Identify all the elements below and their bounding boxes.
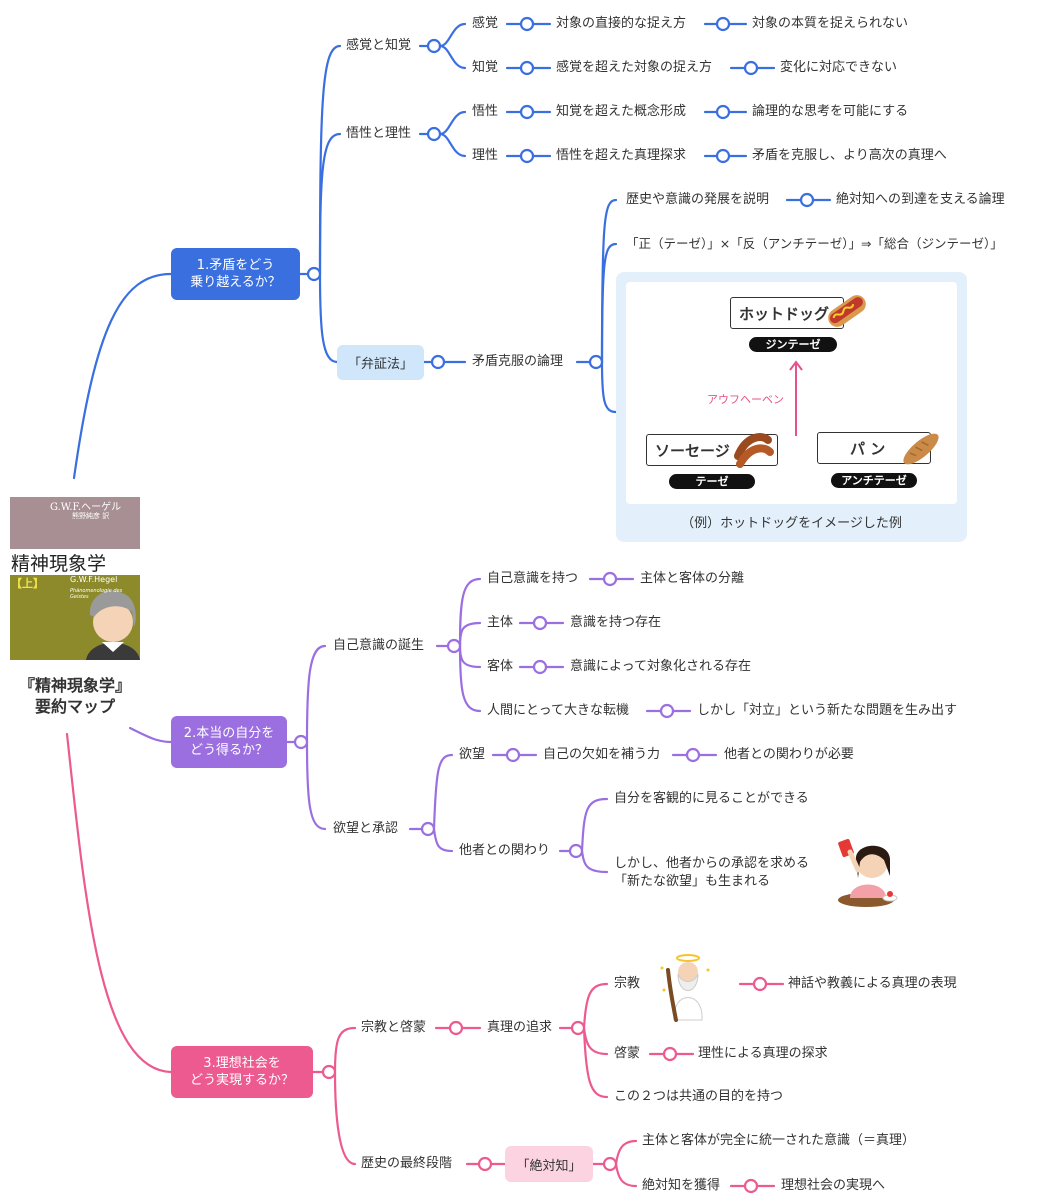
node-chikaku-2[interactable]: 変化に対応できない (780, 60, 898, 75)
map-title-line2: 要約マップ (34, 697, 115, 716)
node-saishu[interactable]: 歴史の最終段階 (361, 1156, 453, 1171)
branch2-box[interactable]: 2.本当の自分を どう得るか？ (171, 716, 287, 768)
node-rekishi-1[interactable]: 絶対知への到達を支える論理 (836, 192, 1005, 207)
node-chikaku-1[interactable]: 感覚を超えた対象の捉え方 (556, 60, 713, 75)
node-gosei-risei[interactable]: 悟性と理性 (346, 126, 412, 141)
node-tasha-2-line2: 「新たな欲望」も生まれる (614, 874, 771, 889)
bread-icon (903, 433, 939, 465)
node-mujun[interactable]: 矛盾克服の論理 (472, 354, 564, 369)
node-kyakutai[interactable]: 客体 (487, 659, 514, 674)
node-kankaku-1[interactable]: 対象の直接的な捉え方 (556, 16, 687, 31)
node-gosei-1[interactable]: 知覚を超えた概念形成 (556, 104, 687, 119)
node-tasha-1[interactable]: 自分を客観的に見ることができる (614, 791, 809, 806)
cover-volume: 【上】 (11, 577, 44, 590)
node-risei[interactable]: 理性 (472, 148, 499, 163)
node-kankaku-chikaku[interactable]: 感覚と知覚 (346, 38, 412, 53)
node-tenki-1[interactable]: しかし「対立」という新たな問題を生み出す (697, 703, 958, 718)
sausage-icon (734, 433, 774, 468)
node-shutai-1[interactable]: 意識を持つ存在 (570, 615, 662, 630)
node-kakutoku[interactable]: 絶対知を獲得 (642, 1178, 721, 1193)
node-gosei[interactable]: 悟性 (472, 104, 499, 119)
node-shinri[interactable]: 真理の追求 (487, 1020, 553, 1035)
node-kyotsu[interactable]: この２つは共通の目的を持つ (614, 1089, 784, 1104)
branch3-label-line2: どう実現するか？ (189, 1073, 294, 1088)
node-tasha-2-line1: しかし、他者からの承認を求める (614, 856, 810, 871)
node-risei-2[interactable]: 矛盾を克服し、より高次の真理へ (752, 148, 947, 163)
branch1-label-line2: 乗り越えるか？ (190, 275, 281, 290)
cover-subtitle-en: Phänomenologie des Geistes (70, 588, 123, 600)
god-illustration (660, 954, 710, 1022)
node-shukyo-keimo[interactable]: 宗教と啓蒙 (361, 1020, 427, 1035)
example-panel: ホットドッグ ジンテーゼ アウフヘーベン ソーセージ テーゼ パ ン (616, 272, 967, 542)
node-zettaichi-1[interactable]: 主体と客体が完全に統一された意識（＝真理） (642, 1133, 916, 1148)
these-tag: テーゼ (669, 474, 755, 489)
node-jiko-ishiki[interactable]: 自己意識を持つ (487, 571, 579, 586)
node-rekishi[interactable]: 歴史や意識の発展を説明 (626, 192, 770, 207)
aufheben-label: アウフヘーベン (707, 393, 784, 406)
node-shutai[interactable]: 主体 (487, 615, 514, 630)
node-benshoho[interactable]: 「弁証法」 (337, 345, 424, 380)
node-tasha-2[interactable]: しかし、他者からの承認を求める 「新たな欲望」も生まれる (614, 855, 809, 891)
selfie-girl-illustration (838, 838, 898, 907)
node-yokubo-2[interactable]: 他者との関わりが必要 (724, 747, 854, 762)
map-title-line1: 『精神現象学』 (18, 676, 131, 695)
node-kakutoku-1[interactable]: 理想社会の実現へ (781, 1178, 886, 1193)
hotdog-label: ホットドッグ (739, 304, 830, 323)
node-kankaku[interactable]: 感覚 (472, 16, 499, 31)
node-yokubo[interactable]: 欲望 (459, 747, 486, 762)
pan-label: パ ン (850, 439, 886, 458)
node-yokubo-1[interactable]: 自己の欠如を補う力 (543, 747, 661, 762)
node-risei-1[interactable]: 悟性を超えた真理探求 (556, 148, 687, 163)
hotdog-box: ホットドッグ (730, 297, 844, 329)
branch1-box[interactable]: 1.矛盾をどう 乗り越えるか？ (171, 248, 300, 300)
node-tenki[interactable]: 人間にとって大きな転機 (487, 703, 629, 718)
map-title: 『精神現象学』 要約マップ (0, 675, 150, 717)
node-gosei-2[interactable]: 論理的な思考を可能にする (752, 104, 909, 119)
branch2-label-line1: 2.本当の自分を (183, 726, 275, 741)
node-tasha[interactable]: 他者との関わり (459, 843, 550, 858)
hotdog-icon (828, 295, 866, 327)
aufheben-arrow (789, 360, 803, 436)
synthese-tag: ジンテーゼ (749, 337, 837, 352)
sausage-label: ソーセージ (655, 441, 730, 460)
node-formula[interactable]: 「正（テーゼ）」×「反（アンチテーゼ）」⇒「総合（ジンテーゼ）」 (626, 236, 1003, 251)
node-kankaku-2[interactable]: 対象の本質を捉えられない (752, 16, 909, 31)
node-chikaku[interactable]: 知覚 (472, 60, 499, 75)
node-keimo-1[interactable]: 理性による真理の探求 (698, 1046, 828, 1061)
node-keimo[interactable]: 啓蒙 (614, 1046, 641, 1061)
node-kyakutai-1[interactable]: 意識によって対象化される存在 (570, 659, 751, 674)
example-canvas: ホットドッグ ジンテーゼ アウフヘーベン ソーセージ テーゼ パ ン (626, 282, 957, 504)
branch1-label-line1: 1.矛盾をどう (196, 258, 275, 273)
node-zettaichi[interactable]: 「絶対知」 (505, 1146, 593, 1182)
cover-translator: 熊野純彦 訳 (72, 512, 110, 520)
example-caption: （例）ホットドッグをイメージした例 (681, 516, 902, 531)
node-shukyo-1[interactable]: 神話や教義による真理の表現 (788, 976, 957, 991)
book-cover-image: G.W.F.ヘーゲル 熊野純彦 訳 精神現象学 【上】 G.W.F.Hegel … (10, 497, 140, 660)
node-yokubo-shonin[interactable]: 欲望と承認 (333, 821, 399, 836)
cover-author-en: G.W.F.Hegel (70, 575, 118, 584)
cover-author-jp: G.W.F.ヘーゲル (50, 502, 122, 513)
branch2-label-line2: どう得るか？ (189, 743, 268, 758)
branch3-box[interactable]: 3.理想社会を どう実現するか？ (171, 1046, 313, 1098)
antithese-tag: アンチテーゼ (831, 473, 917, 488)
node-shukyo[interactable]: 宗教 (614, 976, 641, 991)
branch3-label-line1: 3.理想社会を (203, 1056, 281, 1071)
node-jiko-ishiki-tanjo[interactable]: 自己意識の誕生 (333, 638, 425, 653)
node-jiko-ishiki-1[interactable]: 主体と客体の分離 (640, 571, 745, 586)
cover-book-title: 精神現象学 (11, 553, 107, 575)
